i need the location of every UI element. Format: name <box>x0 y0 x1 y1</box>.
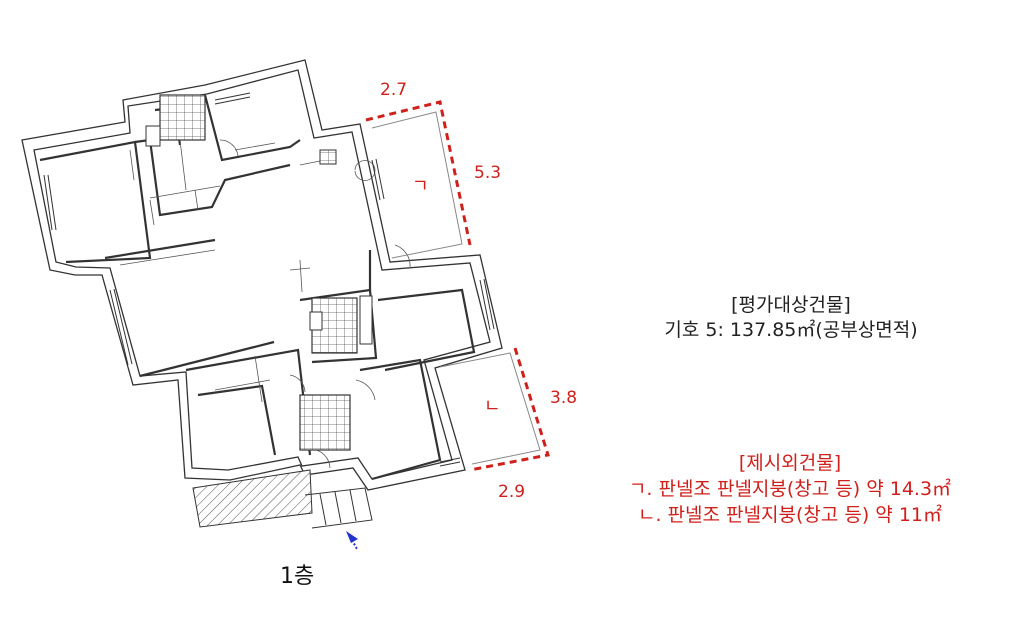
excluded-buildings-heading: [제시외건물] <box>738 452 842 474</box>
annex-a-depth-label: 5.3 <box>474 163 502 183</box>
annex-b-width-label: 2.9 <box>498 482 526 502</box>
room-details <box>119 139 411 469</box>
excluded-item-b: ㄴ. 판넬조 판넬지붕(창고 등) 약 11㎡ <box>638 504 942 526</box>
annex-b-depth-label: 3.8 <box>550 388 578 408</box>
entry-steps <box>304 487 373 529</box>
annex-a-mark: ㄱ <box>412 176 429 197</box>
evaluated-building-line: 기호 5: 137.85㎡(공부상면적) <box>664 319 918 341</box>
evaluated-building-legend: [평가대상건물] 기호 5: 137.85㎡(공부상면적) <box>626 293 956 343</box>
bathtub <box>359 295 373 345</box>
toilet-1 <box>145 125 161 147</box>
excluded-item-a: ㄱ. 판넬조 판넬지붕(창고 등) 약 14.3㎡ <box>628 478 952 500</box>
floor-label: 1층 <box>280 564 315 589</box>
utility-tile <box>299 394 351 451</box>
annex-outlines <box>365 100 550 472</box>
excluded-buildings-legend: [제시외건물] ㄱ. 판넬조 판넬지붕(창고 등) 약 14.3㎡ ㄴ. 판넬조… <box>590 450 990 528</box>
annex-a-outline <box>365 100 472 246</box>
toilet-2 <box>309 311 323 331</box>
window-marks <box>43 92 495 467</box>
annex-b-mark: ㄴ <box>484 396 501 417</box>
annex-inner-walls <box>371 111 541 465</box>
annex-a-width-label: 2.7 <box>380 80 408 100</box>
bathroom-1-tile <box>159 94 206 141</box>
entrance-arrow-icon <box>346 531 358 550</box>
annex-b-outline <box>469 347 550 472</box>
building-outline <box>21 59 503 491</box>
sink-counter <box>319 149 337 165</box>
evaluated-building-heading: [평가대상건물] <box>731 294 851 316</box>
deck-hatch <box>192 469 313 528</box>
